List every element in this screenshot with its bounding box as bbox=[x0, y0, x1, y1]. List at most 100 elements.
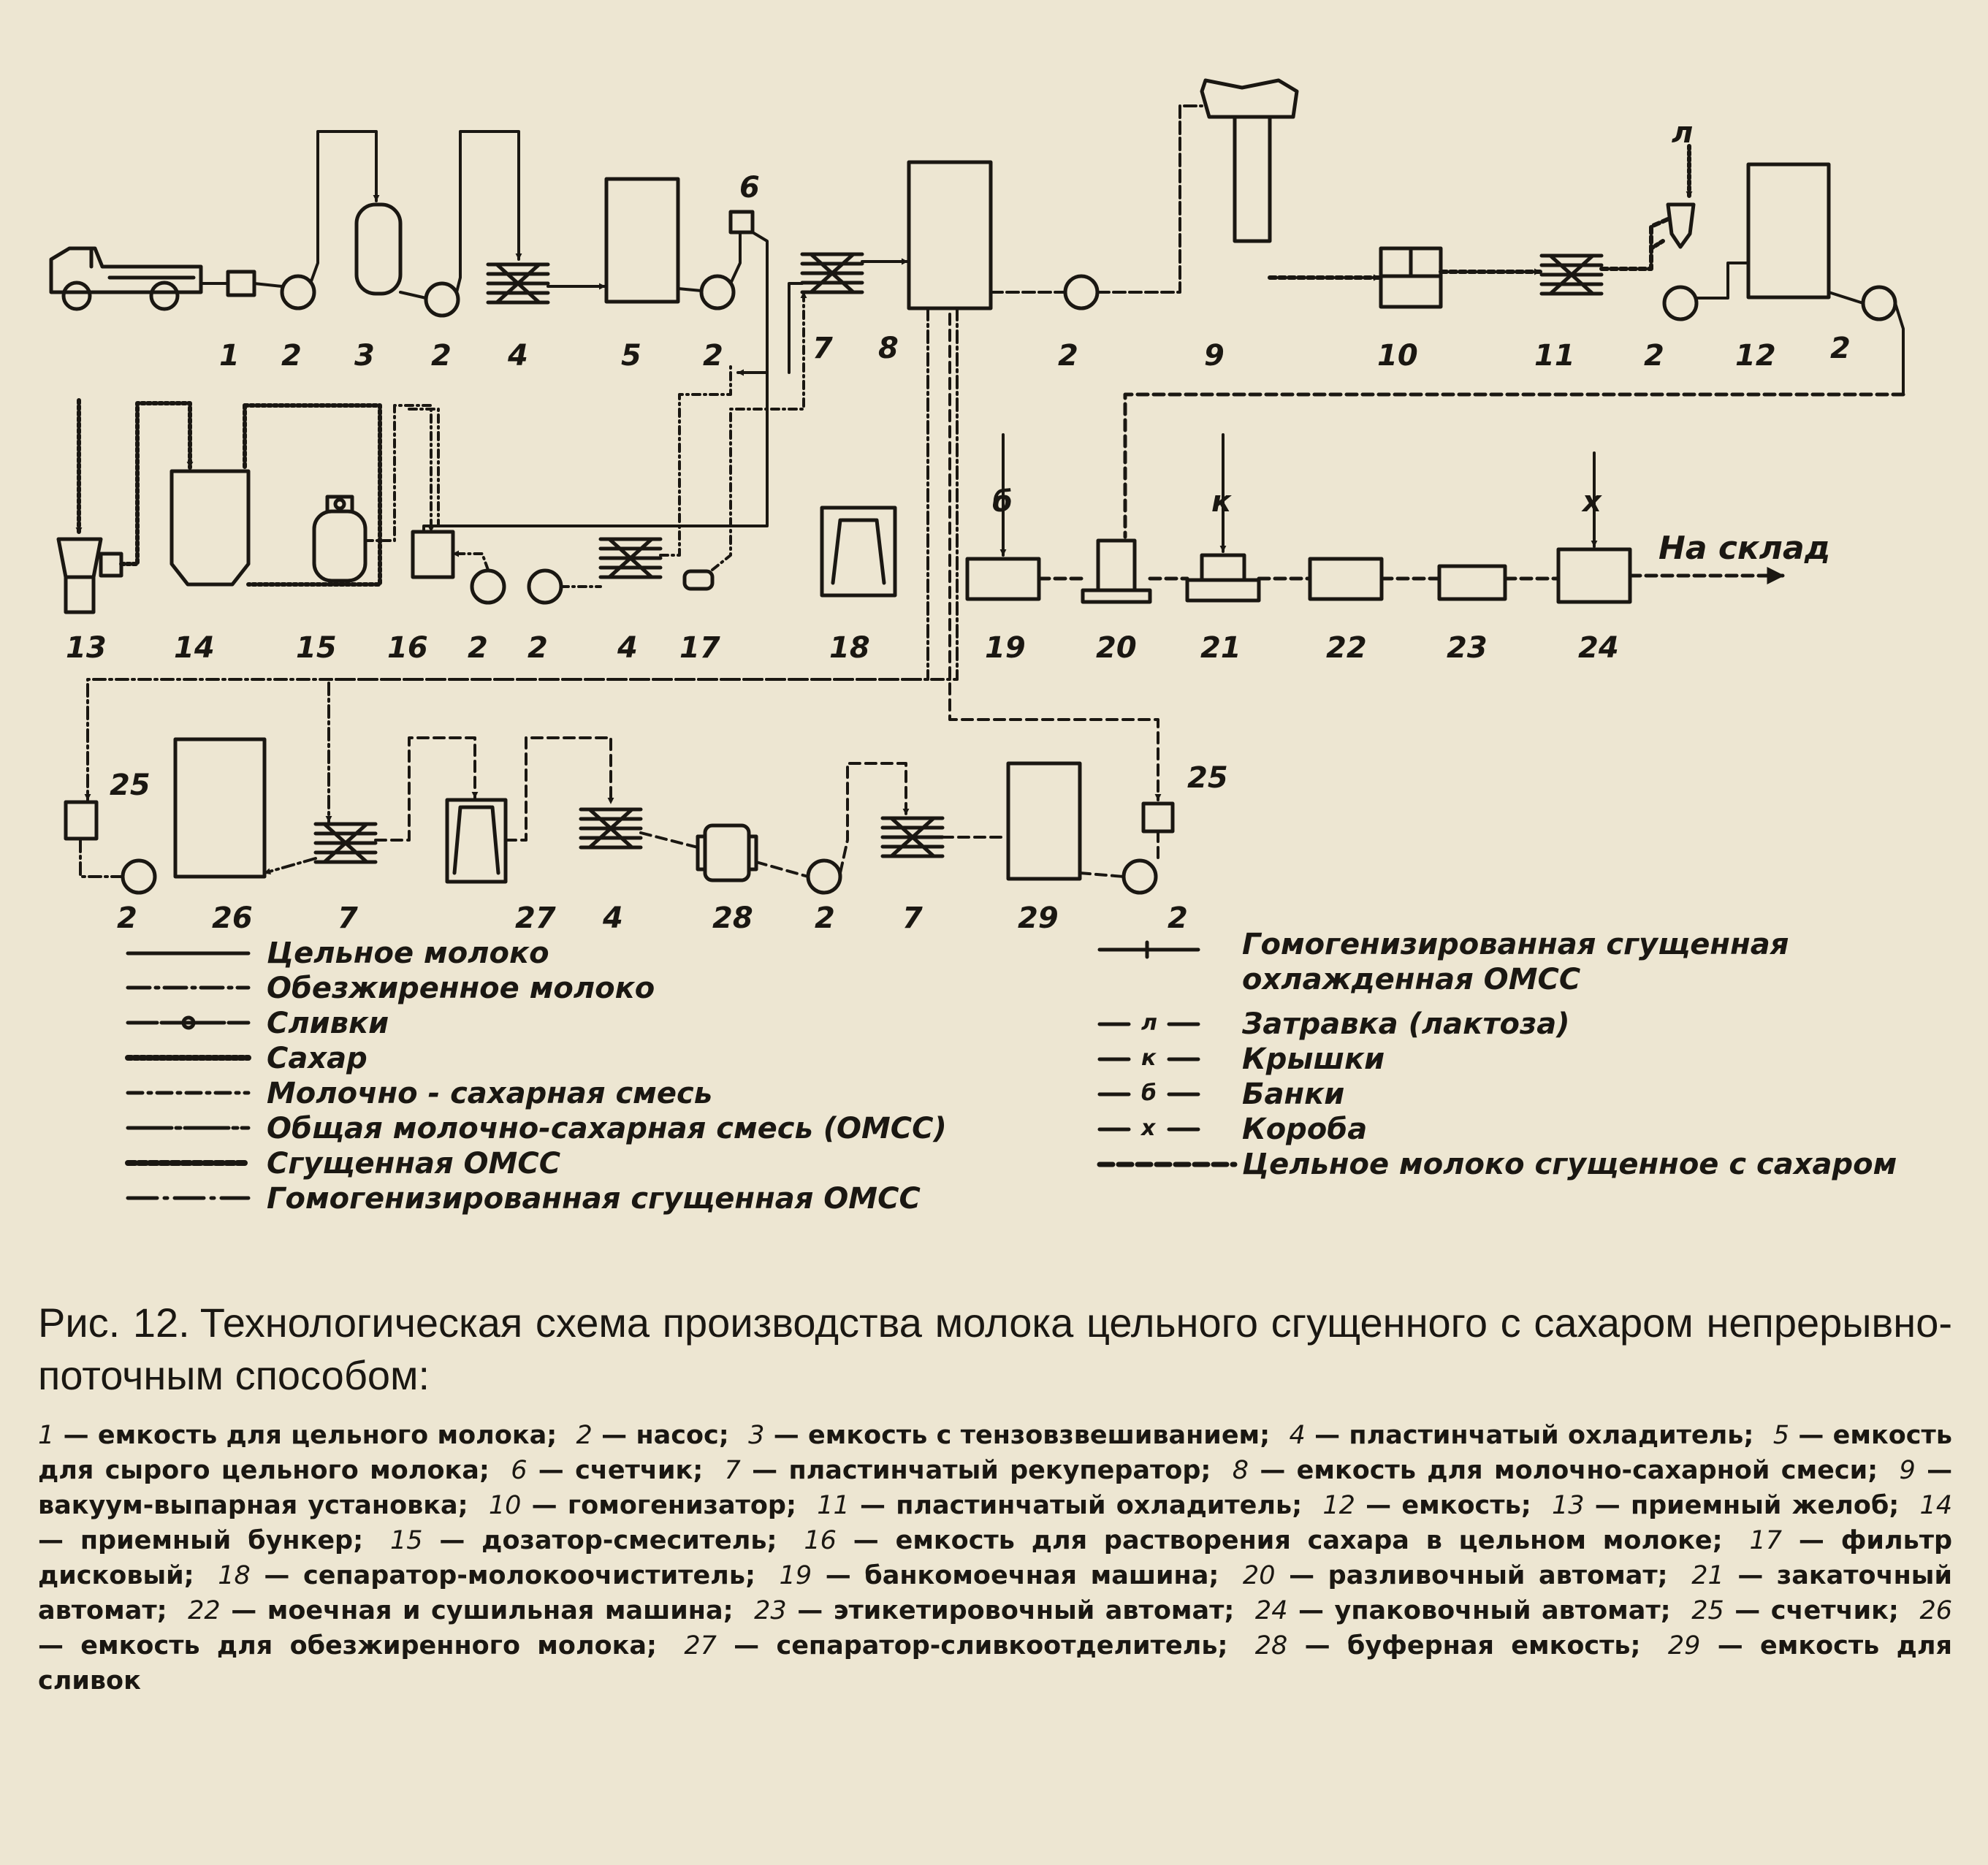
omss-lines bbox=[989, 104, 1203, 294]
key-item: 8 — емкость для молочно-сахарной смеси; bbox=[1232, 1456, 1878, 1485]
meter-25b bbox=[1141, 801, 1175, 834]
key-item: 22 — моечная и сушильная машина; bbox=[188, 1596, 734, 1625]
equipment-label: 16 bbox=[387, 631, 428, 665]
equipment-label: 15 bbox=[296, 631, 337, 665]
filler-20 bbox=[1081, 538, 1152, 604]
key-item: 24 — упаковочный автомат; bbox=[1254, 1596, 1671, 1625]
milk-tank-1 bbox=[226, 270, 256, 297]
key-item: 4 — пластинчатый охладитель; bbox=[1289, 1421, 1754, 1450]
plate-cooler-11 bbox=[1539, 253, 1604, 296]
legend-label: Сливки bbox=[267, 1007, 389, 1040]
equipment-label: 2 bbox=[1058, 339, 1078, 373]
key-item: 19 — банкомоечная машина; bbox=[779, 1561, 1219, 1590]
legend-mark: б bbox=[1141, 1080, 1157, 1106]
legend-label: Цельное молоко bbox=[267, 937, 549, 970]
key-item: 2 — насос; bbox=[576, 1421, 729, 1450]
sugar-lines bbox=[75, 144, 1693, 587]
equipment-label: 2 bbox=[703, 339, 723, 373]
whole-milk-lines bbox=[199, 130, 909, 533]
legend-label: Сахар bbox=[267, 1042, 367, 1075]
equipment-label: 7 bbox=[902, 901, 923, 935]
pump-2j bbox=[806, 858, 842, 895]
legend-label: Обезжиренное молоко bbox=[267, 972, 655, 1005]
equipment-label: 5 bbox=[621, 339, 641, 373]
key-item: 17 — фильтр дисковый; bbox=[38, 1526, 1953, 1590]
plate-recuperator-7c bbox=[880, 816, 945, 858]
equipment-label: 21 bbox=[1200, 631, 1241, 665]
pump-2b bbox=[424, 281, 460, 318]
key-item: 28 — буферная емкость; bbox=[1254, 1631, 1641, 1660]
homogenizer-10 bbox=[1379, 246, 1443, 309]
key-item: 7 — пластинчатый рекуператор; bbox=[724, 1456, 1211, 1485]
equipment-label: 19 bbox=[985, 631, 1026, 665]
pump-2h bbox=[527, 568, 563, 605]
equipment-label: 2 bbox=[528, 631, 548, 665]
key-item: 25 — счетчик; bbox=[1691, 1596, 1899, 1625]
meter-6 bbox=[728, 210, 755, 234]
plate-recuperator-7b bbox=[313, 822, 378, 864]
equipment-label: 2 bbox=[431, 339, 452, 373]
cooled-omss-lines bbox=[1695, 262, 1905, 396]
legend-label: Общая молочно-сахарная смесь (ОМСС) bbox=[267, 1112, 947, 1145]
stream-letter: л bbox=[1672, 116, 1693, 150]
sugar-dissolving-tank-16 bbox=[411, 530, 455, 579]
equipment-label: 2 bbox=[1644, 339, 1664, 373]
key-item: 16 — емкость для растворения сахара в це… bbox=[804, 1526, 1723, 1555]
figure-caption: Рис. 12.Технологическая схема производст… bbox=[38, 1297, 1952, 1698]
equipment-label: 14 bbox=[174, 631, 215, 665]
legend-label: Гомогенизированная сгущенная ОМСС bbox=[267, 1182, 921, 1216]
legend-label: охлажденная ОМСС bbox=[1242, 963, 1580, 996]
legend-label: Цельное молоко сгущенное с сахаром bbox=[1242, 1148, 1897, 1181]
legend-label: Гомогенизированная сгущенная bbox=[1242, 928, 1789, 961]
separator-18 bbox=[820, 506, 897, 598]
key-item: 18 — сепаратор-молокоочиститель; bbox=[218, 1561, 755, 1590]
buffer-tank-28 bbox=[696, 823, 758, 882]
legend-label: Молочно - сахарная смесь bbox=[267, 1077, 712, 1110]
key-item: 9 — вакуум-выпарная установка; bbox=[38, 1456, 1953, 1520]
equipment-label: 4 bbox=[617, 631, 638, 665]
key-item: 6 — счетчик; bbox=[511, 1456, 704, 1485]
equipment-label: 7 bbox=[338, 901, 358, 935]
milk-truck-icon bbox=[49, 246, 203, 311]
pump-2d bbox=[1063, 274, 1100, 310]
equipment-label: 4 bbox=[602, 901, 623, 935]
equipment-label: 4 bbox=[507, 339, 528, 373]
equipment-label: 7 bbox=[812, 332, 833, 365]
key-item: 21 — закаточный автомат; bbox=[38, 1561, 1952, 1625]
pump-2g bbox=[470, 568, 506, 605]
cream-lines bbox=[374, 313, 1162, 878]
product-lines bbox=[1037, 392, 1905, 584]
equipment-label: 2 bbox=[117, 901, 137, 935]
legend-mark: к bbox=[1141, 1045, 1157, 1071]
legend-label: Крышки bbox=[1242, 1042, 1385, 1076]
equipment-label: 2 bbox=[815, 901, 835, 935]
skim-milk-lines bbox=[79, 307, 959, 878]
equipment-label: 13 bbox=[66, 631, 107, 665]
pump-2a bbox=[280, 274, 316, 310]
equipment-label: 9 bbox=[1204, 339, 1225, 373]
equipment-label: 29 bbox=[1018, 901, 1059, 935]
washer-dryer-22 bbox=[1308, 557, 1384, 601]
plate-cooler-4b bbox=[598, 537, 663, 579]
key-item: 26 — емкость для обезжиренного молока; bbox=[38, 1596, 1952, 1660]
to-warehouse-label: На склад bbox=[1658, 530, 1830, 567]
equipment-label: 11 bbox=[1534, 339, 1575, 373]
cream-separator-27 bbox=[445, 798, 508, 884]
legend-label: Банки bbox=[1242, 1078, 1344, 1111]
figure-title-text: Технологическая схема производства молок… bbox=[38, 1300, 1952, 1398]
equipment-label: 17 bbox=[679, 631, 720, 665]
equipment-label: 6 bbox=[739, 171, 760, 205]
legend-mark: л bbox=[1141, 1010, 1157, 1036]
equipment-label: 20 bbox=[1096, 631, 1137, 665]
equipment-label: 3 bbox=[354, 339, 375, 373]
equipment-label: 27 bbox=[515, 901, 556, 935]
weighing-tank-3 bbox=[354, 202, 403, 296]
equipment-label: 26 bbox=[212, 901, 253, 935]
key-item: 29 — емкость для сливок bbox=[38, 1631, 1952, 1696]
pump-2i bbox=[121, 858, 157, 895]
stream-letter: х bbox=[1581, 485, 1602, 519]
raw-milk-tank-5 bbox=[604, 177, 680, 304]
pump-2c bbox=[699, 274, 736, 310]
legend-line-samples bbox=[125, 940, 1238, 1200]
